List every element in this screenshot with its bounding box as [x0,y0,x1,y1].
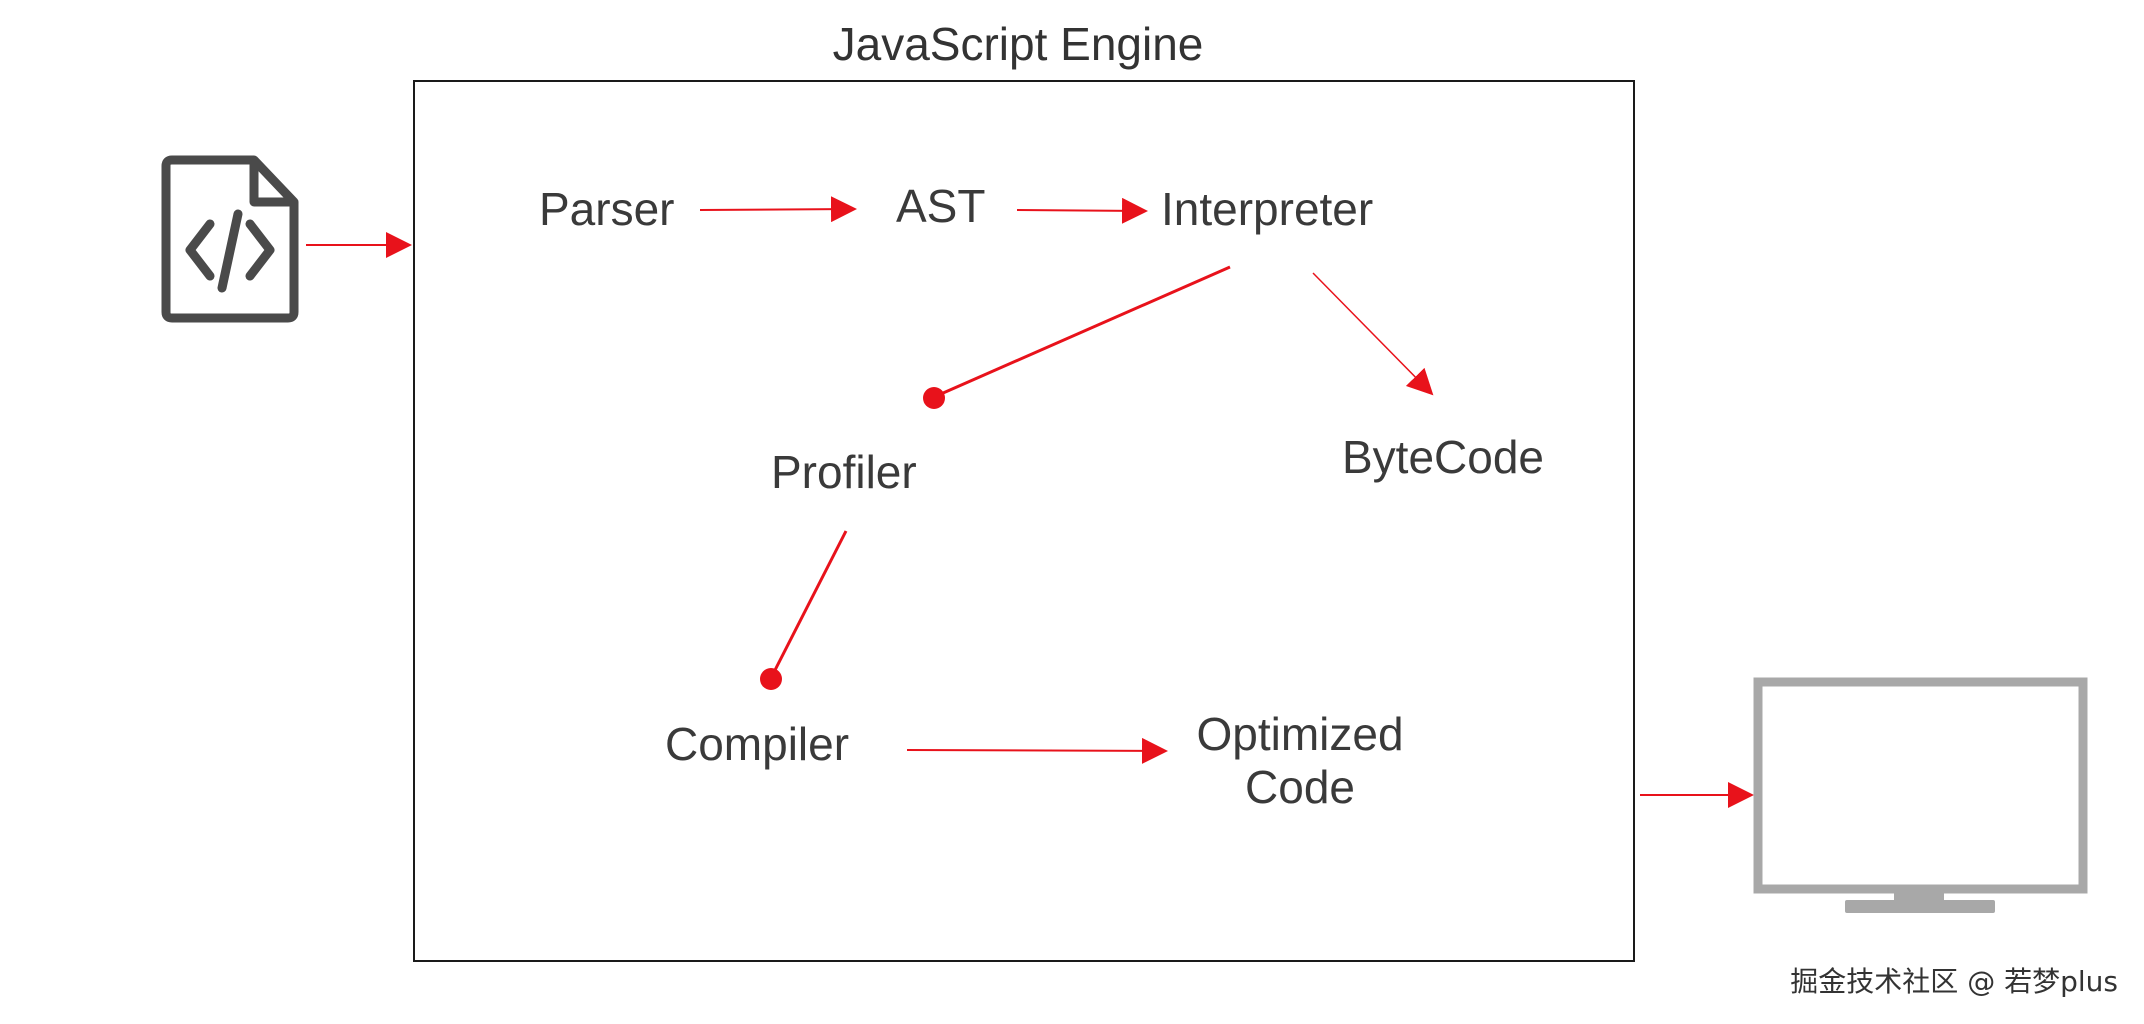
watermark-text: 掘金技术社区 @ 若梦plus [1790,965,2118,998]
node-ast: AST [896,180,985,232]
node-profiler: Profiler [771,446,917,498]
arrow-parser-to-ast [699,196,857,223]
engine-title: JavaScript Engine [833,18,1204,70]
code-file-icon [161,155,299,323]
node-optimized-line2: Code [1245,761,1355,813]
node-parser: Parser [539,183,674,235]
node-interpreter: Interpreter [1161,183,1373,235]
connector-profiler-compiler [760,530,848,690]
node-optimized-line1: Optimized [1196,708,1403,760]
arrow-ast-to-interpreter [1016,197,1148,224]
connector-interpreter-profiler [923,265,1231,409]
arrow-interpreter-to-bytecode [1312,272,1434,396]
engine-frame [413,80,1635,962]
node-compiler: Compiler [665,718,849,770]
arrow-compiler-to-optimized [906,737,1168,764]
monitor-icon [1753,677,2088,913]
node-bytecode: ByteCode [1342,431,1544,483]
